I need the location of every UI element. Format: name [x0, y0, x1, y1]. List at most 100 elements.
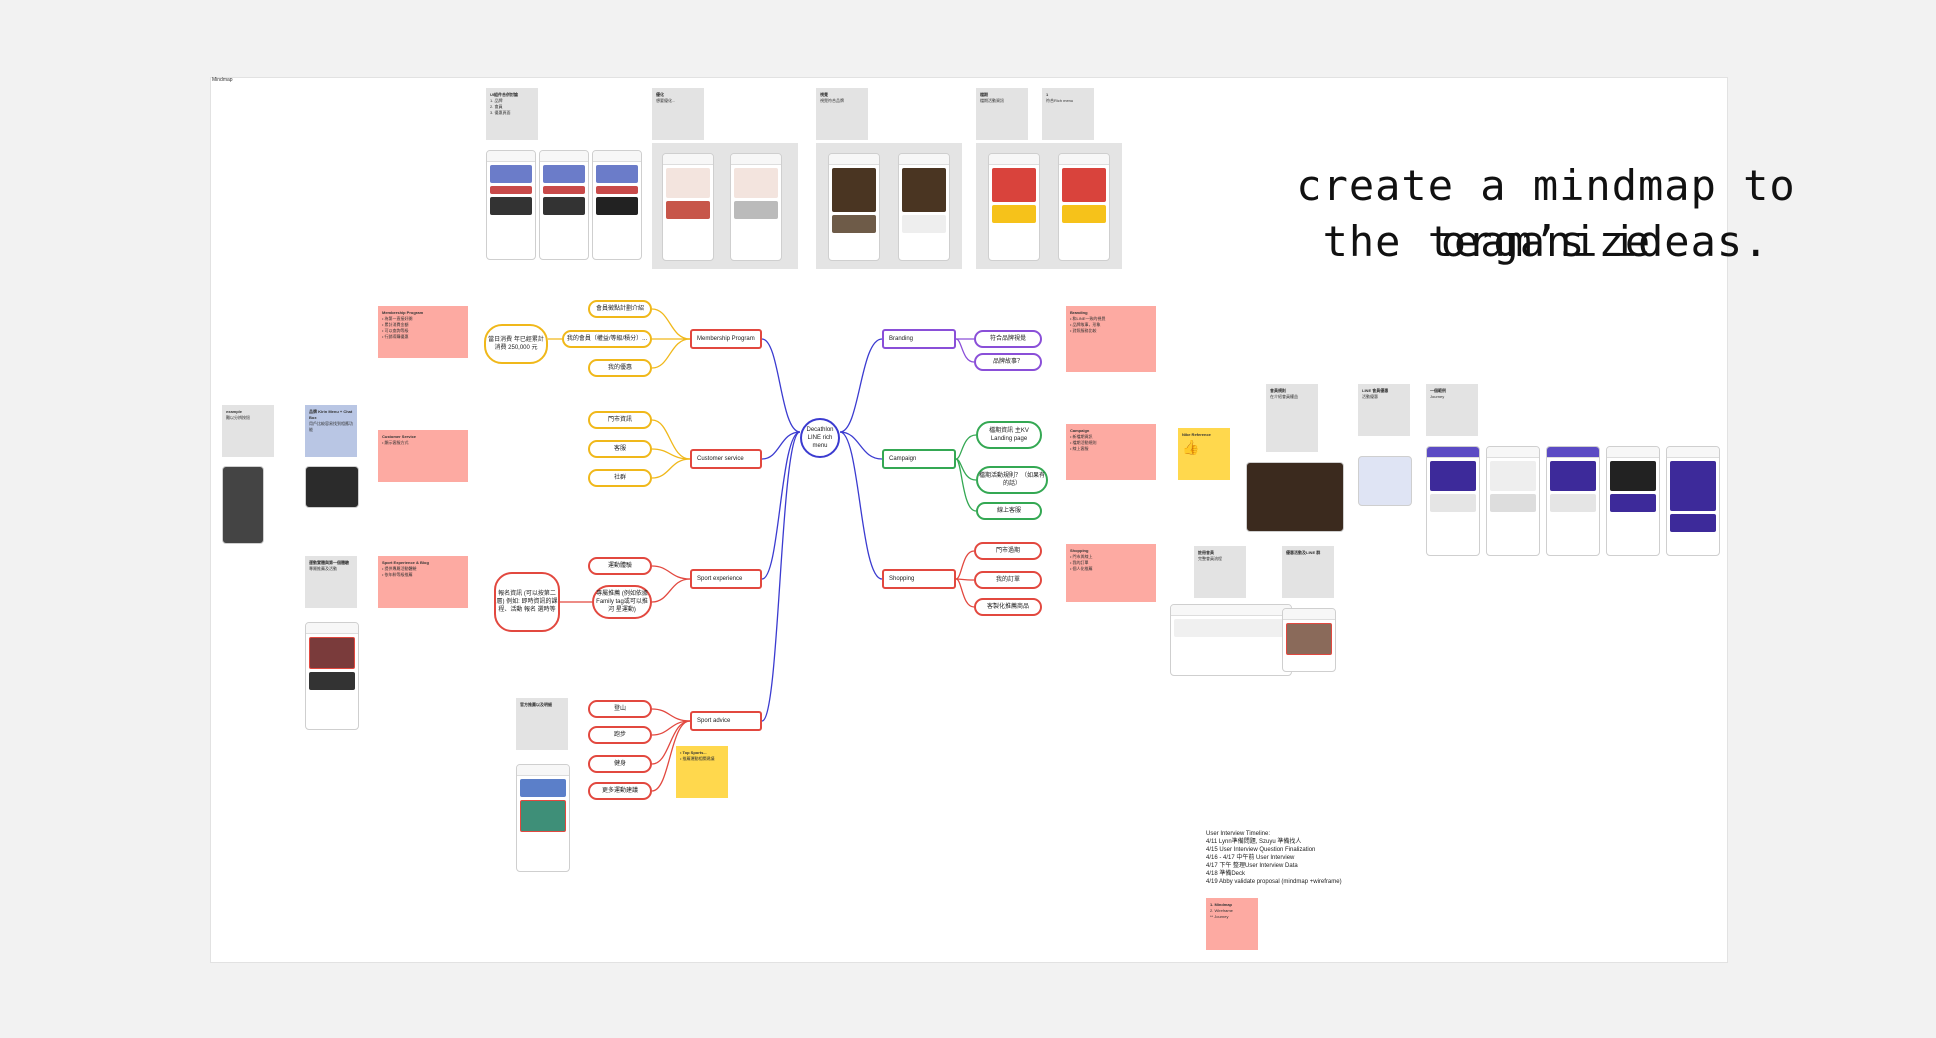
sticky-body: 想要優化... — [656, 98, 676, 103]
sport-exp-child-2[interactable]: 專屬推薦 (例如依據 Family tag或可以推河 星運動) — [592, 585, 652, 619]
branch-sport-experience[interactable]: Sport experience — [690, 569, 762, 589]
branch-membership-program[interactable]: Membership Program — [690, 329, 762, 349]
sticky-shopping[interactable]: Shopping• 門市與線上 • 我的訂單 • 個人化推薦 — [1066, 544, 1156, 602]
sticky-body: • 和LINE一致的視覺 • 品牌故事，形象 • 對照服務比較 — [1070, 316, 1106, 333]
phone-mockup — [898, 153, 950, 261]
phone-mockup — [516, 764, 570, 872]
sticky-title: Membership Program — [382, 310, 424, 315]
campaign-child-1[interactable]: 檔期資訊 主KV Landing page — [976, 421, 1042, 449]
user-interview-timeline: User Interview Timeline: 4/11 Lynn準備問題, … — [1206, 830, 1342, 886]
timeline-item: 4/15 User Interview Question Finalizatio… — [1206, 847, 1316, 853]
sticky-sport-first[interactable]: 運動實體與第一個體驗專屬推薦及活動 — [305, 556, 357, 608]
screenshot-group-3 — [816, 143, 962, 269]
shopping-child-2[interactable]: 我的訂單 — [974, 571, 1042, 589]
advice-child-4[interactable]: 更多運動建議 — [588, 782, 652, 800]
membership-child-1[interactable]: 會員徵點計劃介紹 — [588, 300, 652, 318]
sticky-title: Nike Reference — [1182, 432, 1211, 437]
timeline-title: User Interview Timeline: — [1206, 831, 1271, 837]
sticky-body: • 顯示客服方式 — [382, 440, 409, 445]
phone-mockup — [662, 153, 714, 261]
timeline-item: 4/17 下午 整理User Interview Data — [1206, 863, 1298, 869]
phone-mockup — [1282, 608, 1336, 672]
phone-mockup — [1426, 446, 1480, 556]
sticky-membership[interactable]: Membership Program• 為第一直接好開 • 累計消費金額 • 可… — [378, 306, 468, 358]
customer-child-1[interactable]: 門市資訊 — [588, 411, 652, 429]
branch-sport-advice[interactable]: Sport advice — [690, 711, 762, 731]
sticky-official[interactable]: 官方推薦以及明細 — [516, 698, 568, 750]
customer-child-2[interactable]: 客服 — [588, 440, 652, 458]
phone-mockup — [1358, 456, 1412, 506]
sticky-body: • 推薦運動相關建議 — [680, 756, 715, 761]
sticky-title: 檔期 — [980, 92, 988, 97]
sticky-top-3[interactable]: 視覺視覺符合品牌 — [816, 88, 868, 140]
advice-child-1[interactable]: 登山 — [588, 700, 652, 718]
advice-child-3[interactable]: 健身 — [588, 755, 652, 773]
phone-mockup — [486, 150, 536, 260]
sticky-right-4[interactable]: 註冊會員完整會員流程 — [1194, 546, 1246, 598]
phone-mockup — [305, 622, 359, 730]
sticky-title: 運動實體與第一個體驗 — [309, 560, 349, 565]
sticky-sport-tip[interactable]: • Top Sports...• 推薦運動相關建議 — [676, 746, 728, 798]
sport-exp-leaf[interactable]: 報名資訊 (可以按第二層) 例如: 即時資訊的課程、活動 報名 選時等 — [494, 572, 560, 632]
sticky-title: 視覺 — [820, 92, 828, 97]
branding-child-2[interactable]: 品牌故事？ — [974, 353, 1042, 371]
sticky-title: 優惠活動及LINE 群 — [1286, 550, 1321, 555]
shopping-child-3[interactable]: 客製化推薦商品 — [974, 598, 1042, 616]
sticky-title: example — [226, 409, 243, 414]
sticky-campaign[interactable]: Campaign• 新檔期資訊 • 檔期活動規則 • 線上客服 — [1066, 424, 1156, 480]
customer-child-3[interactable]: 社群 — [588, 469, 652, 487]
sticky-like[interactable]: Nike Reference👍 — [1178, 428, 1230, 480]
branch-shopping[interactable]: Shopping — [882, 569, 956, 589]
sticky-title: • Top Sports... — [680, 750, 707, 755]
phone-mockup — [539, 150, 589, 260]
timeline-item: 4/16 - 4/17 中午前 User Interview — [1206, 855, 1295, 861]
branch-customer-service[interactable]: Customer service — [690, 449, 762, 469]
sticky-top-4[interactable]: 檔期檔期活動資訊 — [976, 88, 1028, 140]
phone-mockup — [730, 153, 782, 261]
advice-child-2[interactable]: 跑步 — [588, 726, 652, 744]
sticky-title: 官方推薦以及明細 — [520, 702, 552, 707]
phone-mockup — [828, 153, 880, 261]
campaign-child-2[interactable]: 檔期活動規則？（如果有的話） — [976, 466, 1048, 494]
membership-leaf[interactable]: 當日消費 年已經累計消費 250,000 元 — [484, 324, 548, 364]
campaign-child-3[interactable]: 線上客服 — [976, 502, 1042, 520]
mindmap-center-node[interactable]: Decathlon LINE rich menu — [800, 418, 840, 458]
sticky-title: 1. Mindmap — [1210, 902, 1233, 907]
timeline-item: 4/18 準備Deck — [1206, 871, 1246, 877]
sticky-top-2[interactable]: 優化想要優化... — [652, 88, 704, 140]
sport-exp-child-1[interactable]: 運動體驗 — [588, 557, 652, 575]
branch-campaign[interactable]: Campaign — [882, 449, 956, 469]
sticky-customer-service[interactable]: Customer Service• 顯示客服方式 — [378, 430, 468, 482]
sticky-right-5[interactable]: 優惠活動及LINE 群 — [1282, 546, 1334, 598]
branch-branding[interactable]: Branding — [882, 329, 956, 349]
sticky-body: 完整會員流程 — [1198, 556, 1222, 561]
sticky-body: • 門市與線上 • 我的訂單 • 個人化推薦 — [1070, 554, 1093, 571]
membership-child-3[interactable]: 我的優惠 — [588, 359, 652, 377]
sticky-right-2[interactable]: LINE 會員優惠活動優惠 — [1358, 384, 1410, 436]
branding-child-1[interactable]: 符合品牌視覺 — [974, 330, 1042, 348]
screenshot-group-4 — [976, 143, 1122, 269]
sticky-body: 2. Wireframe ** Journey — [1210, 908, 1233, 919]
sticky-title: 會員規則 — [1270, 388, 1286, 393]
sticky-title: LINE 會員優惠 — [1362, 388, 1389, 393]
sticky-title: Customer Service — [382, 434, 417, 439]
screenshot-group-1 — [486, 150, 642, 260]
shopping-child-1[interactable]: 門市過期 — [974, 542, 1042, 560]
sticky-body: • 新檔期資訊 • 檔期活動規則 • 線上客服 — [1070, 434, 1097, 451]
sticky-right-1[interactable]: 會員規則在介紹會員權益 — [1266, 384, 1318, 452]
sticky-title: Shopping — [1070, 548, 1089, 553]
annotation-line-2: the team’s ideas. — [1322, 217, 1770, 266]
phone-mockup — [1246, 462, 1344, 532]
membership-child-2[interactable]: 我的會員（權益/等級/積分）... — [562, 330, 652, 348]
sticky-sport-experience[interactable]: Sport Experience & Blog• 提供專屬活動體驗 • 依年齡等… — [378, 556, 468, 608]
sticky-body: 用戶比較容易找到相應功能 — [309, 421, 353, 432]
sticky-branding[interactable]: Branding• 和LINE一致的視覺 • 品牌故事，形象 • 對照服務比較 — [1066, 306, 1156, 372]
sticky-body: 在介紹會員權益 — [1270, 394, 1298, 399]
sticky-title: 1 — [1046, 92, 1049, 97]
